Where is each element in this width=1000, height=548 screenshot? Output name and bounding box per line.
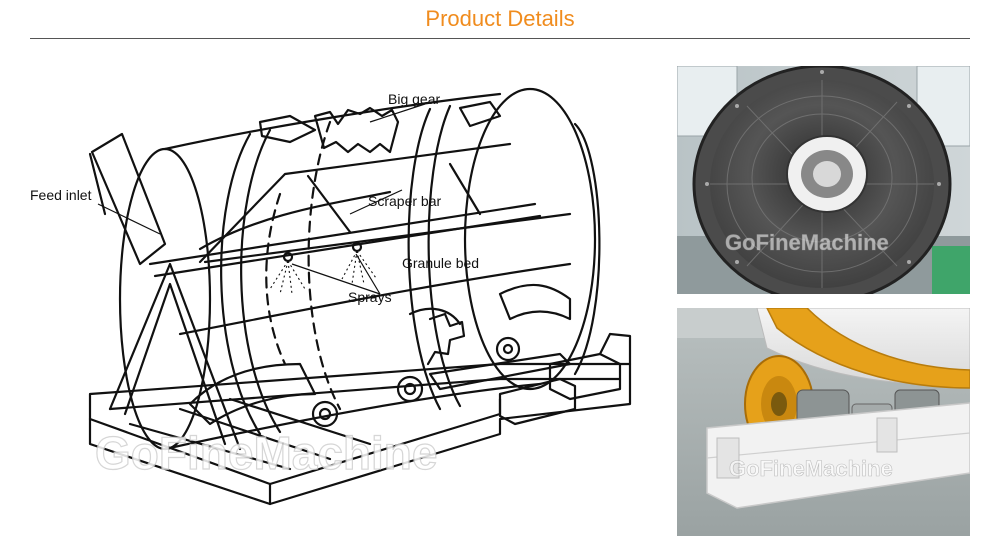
riding-ring-rear xyxy=(407,107,442,411)
support-bracket-front xyxy=(188,362,317,426)
gearbox xyxy=(498,377,577,426)
support-wheel-1 xyxy=(311,400,339,428)
feed-chute xyxy=(90,132,167,266)
photo-roller-watermark: GoFineMachine xyxy=(729,456,893,481)
drum-interior-photo: GoFineMachine xyxy=(677,66,970,294)
drive-shaft xyxy=(428,352,572,391)
title-divider xyxy=(30,38,970,39)
scraper-bar-top xyxy=(148,202,537,266)
pinion-gear xyxy=(426,312,466,366)
granulator-diagram: Big gear Feed inlet Scraper bar Granule … xyxy=(30,64,655,540)
support-wheel-2 xyxy=(396,375,424,403)
drum-top-edge xyxy=(163,92,502,151)
base-frame xyxy=(88,362,632,506)
drum-rear-end xyxy=(463,87,597,391)
label-feed-inlet: Feed inlet xyxy=(30,187,92,203)
a-frame-stand xyxy=(108,262,242,451)
motor xyxy=(548,352,622,401)
scraper-support xyxy=(198,142,512,264)
big-gear xyxy=(313,106,400,154)
riding-ring-front xyxy=(220,132,262,436)
page-title: Product Details xyxy=(425,6,575,31)
label-big-gear: Big gear xyxy=(388,91,440,107)
roller-base-frame xyxy=(706,402,970,509)
diagram-watermark: GoFineMachine xyxy=(95,427,437,479)
support-wheel-3 xyxy=(495,336,521,362)
label-scraper-bar: Scraper bar xyxy=(368,193,441,209)
granule-bed xyxy=(178,262,572,336)
drum-bottom-edge xyxy=(163,382,542,451)
photo-interior-watermark: GoFineMachine xyxy=(725,230,889,255)
support-roller-photo: GoFineMachine xyxy=(677,308,970,536)
label-granule-bed: Granule bed xyxy=(402,255,479,271)
riding-ring xyxy=(766,308,970,389)
diagram-drawing: Big gear Feed inlet Scraper bar Granule … xyxy=(30,87,632,506)
label-sprays: Sprays xyxy=(348,289,392,305)
support-bracket-rear xyxy=(498,283,572,321)
